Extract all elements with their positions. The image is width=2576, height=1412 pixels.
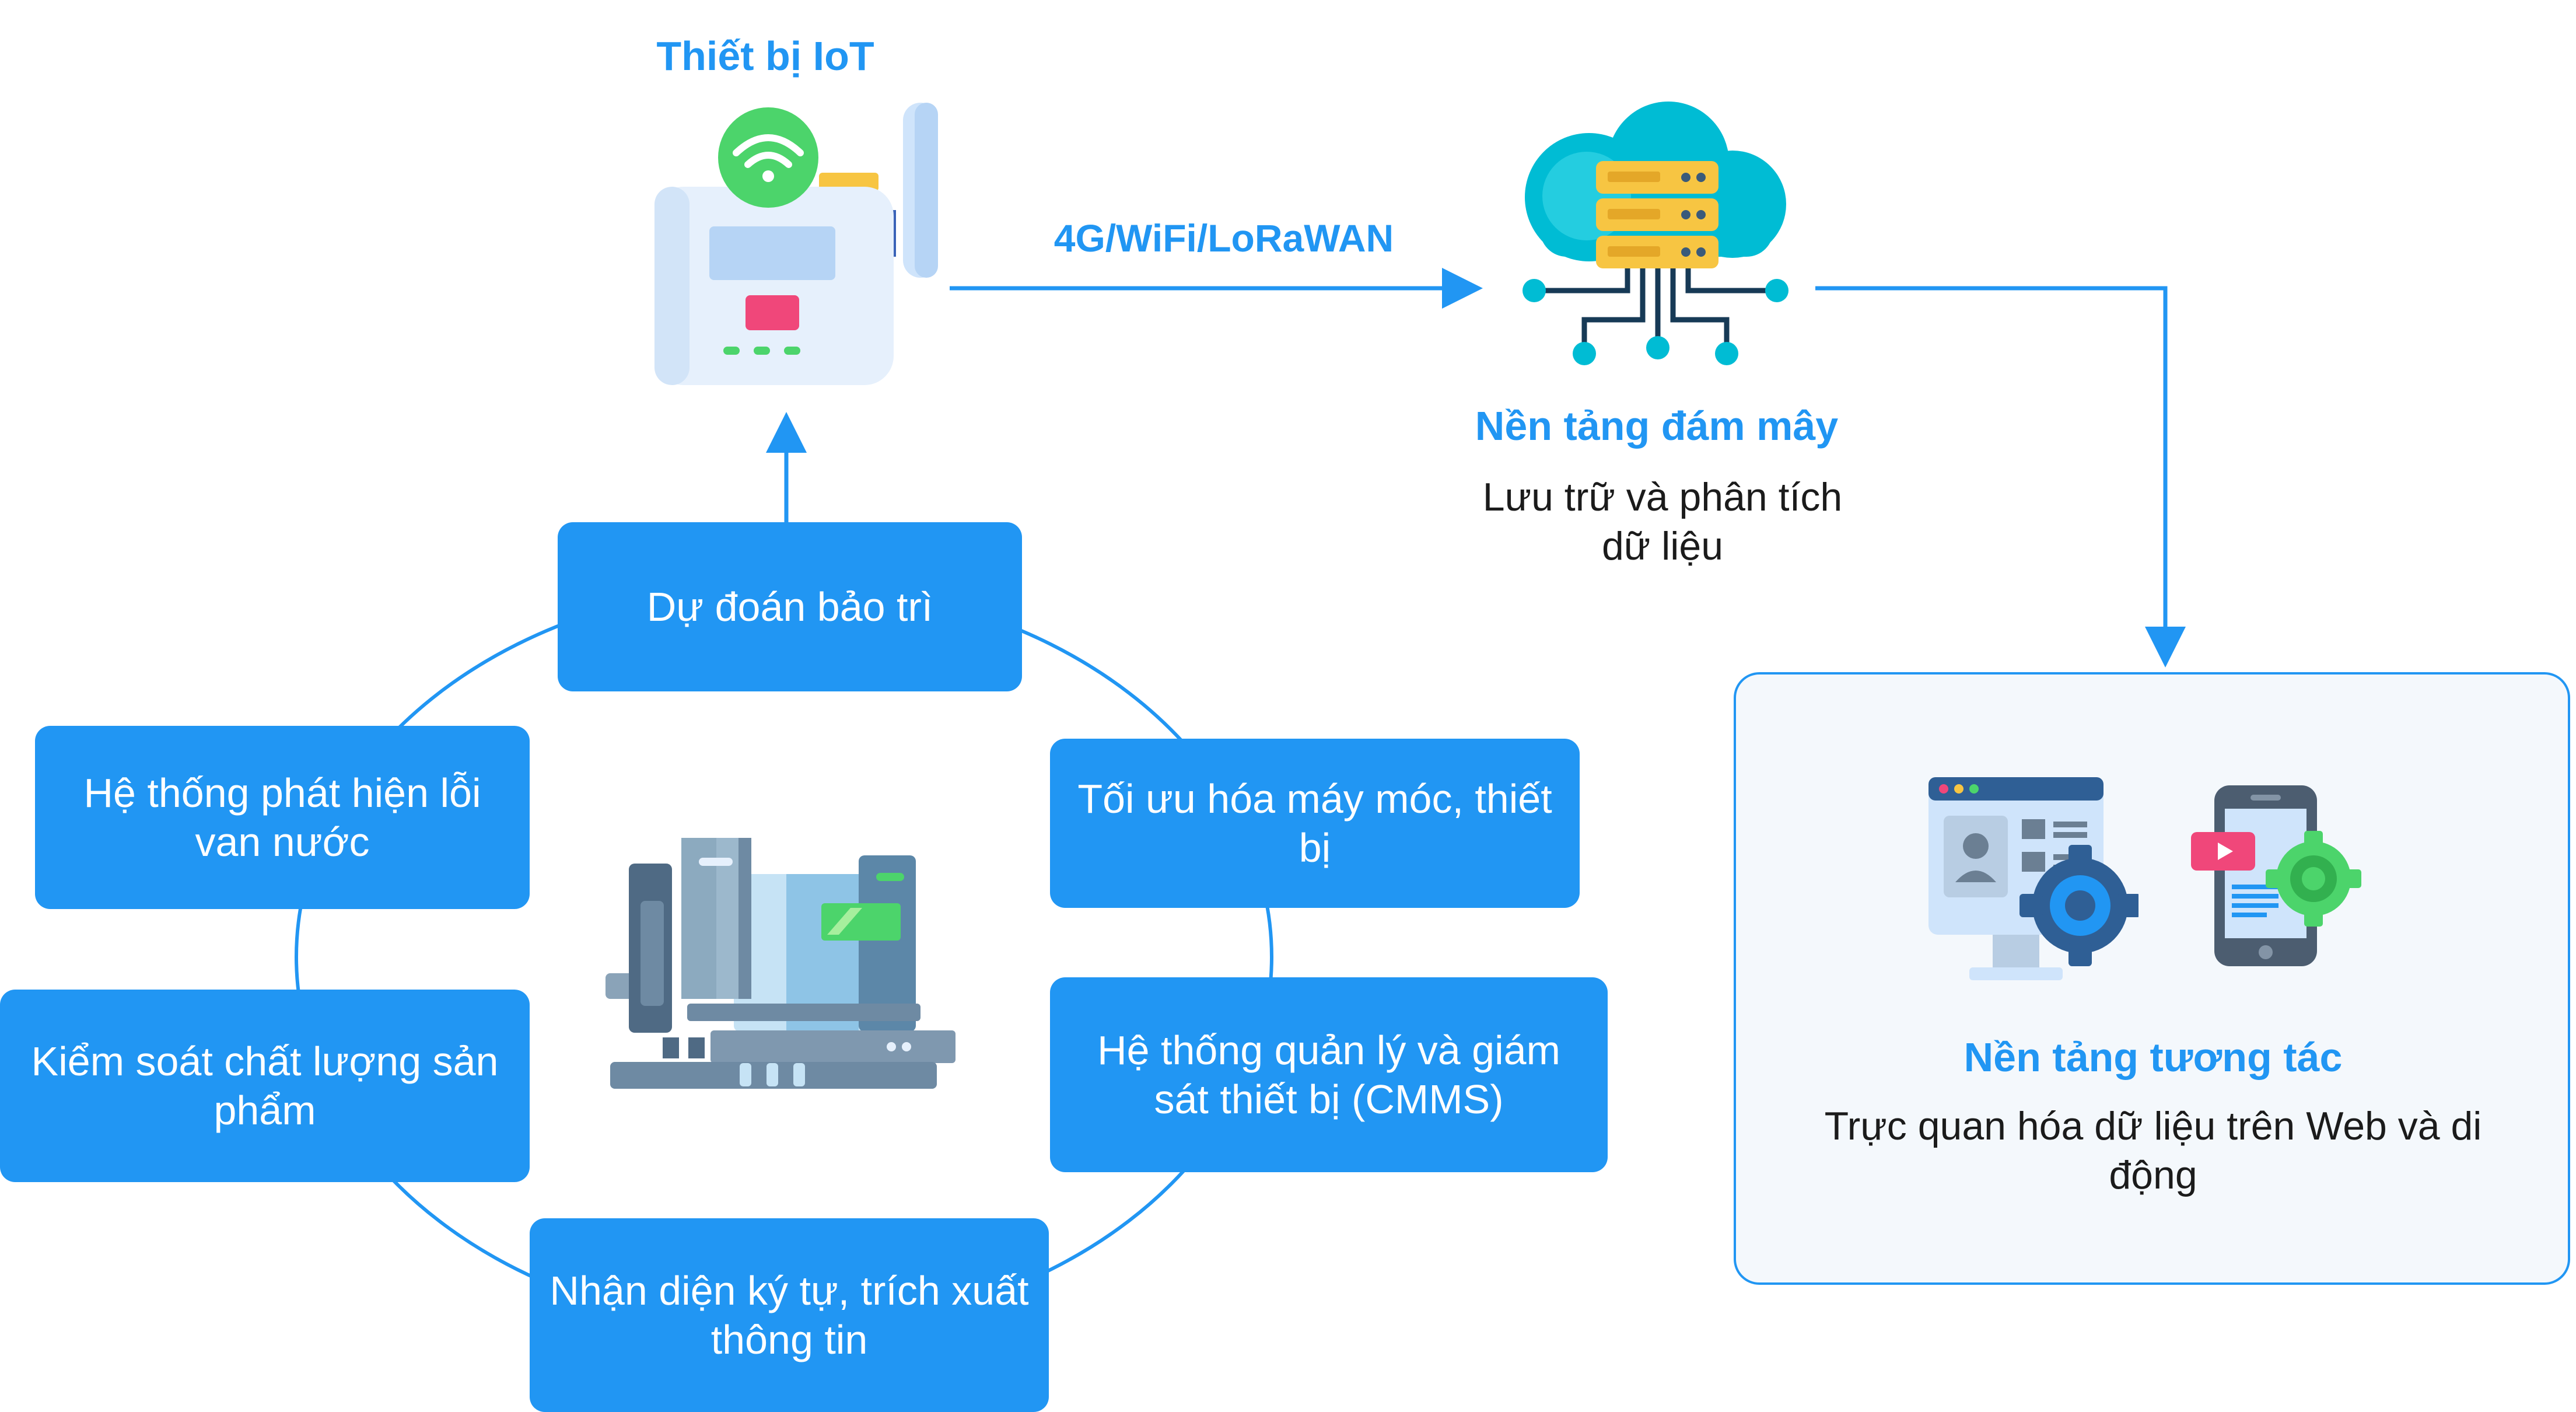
application-machine-optimization: Tối ưu hóa máy móc, thiết bị: [1050, 739, 1580, 908]
application-ocr-extraction: Nhận diện ký tự, trích xuất thông tin: [530, 1218, 1049, 1412]
interaction-platform-description: Trực quan hóa dữ liệu trên Web và di độn…: [1824, 1104, 2482, 1197]
arrow-cloud-to-interaction: [1815, 286, 2186, 667]
industrial-machine-icon: [606, 838, 956, 1098]
connection-protocol-label: 4G/WiFi/LoRaWAN: [1054, 216, 1394, 260]
web-dashboard-icon: [1929, 777, 2141, 996]
iot-device-title: Thiết bị IoT: [656, 33, 874, 79]
interaction-platform-panel: Nền tảng tương tác Trực quan hóa dữ liệu…: [1734, 672, 2570, 1285]
application-cmms: Hệ thống quản lý và giám sát thiết bị (C…: [1050, 977, 1608, 1172]
cloud-platform-description: Lưu trữ và phân tích dữ liệu: [1482, 475, 1843, 568]
application-quality-control: Kiểm soát chất lượng sản phẩm: [0, 990, 530, 1182]
application-valve-fault-detection: Hệ thống phát hiện lỗi van nước: [35, 726, 530, 909]
application-predictive-maintenance: Dự đoán bảo trì: [558, 522, 1022, 691]
cloud-platform-title: Nền tảng đám mây: [1475, 403, 1839, 449]
interaction-platform-title: Nền tảng tương tác: [1964, 1034, 2343, 1080]
mobile-app-icon: [2191, 785, 2366, 975]
iot-router-icon: [649, 99, 940, 394]
cloud-server-icon: [1517, 98, 1797, 381]
